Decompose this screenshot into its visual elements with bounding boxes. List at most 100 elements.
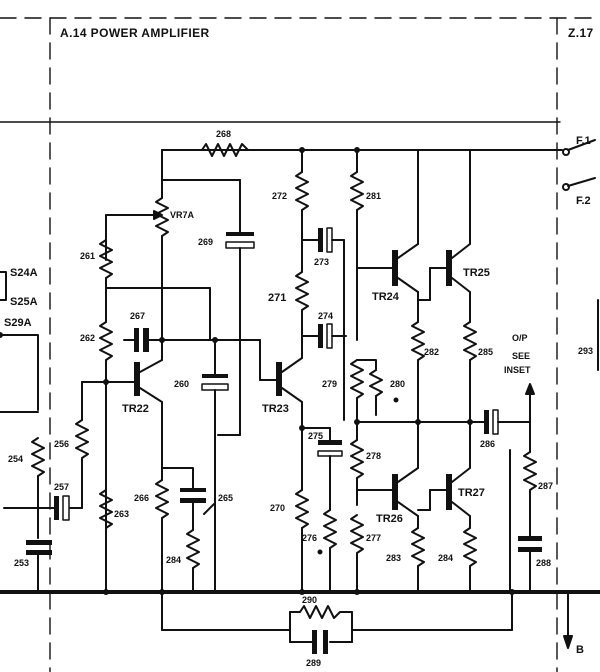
- r270-label: 270: [270, 503, 286, 513]
- c289-label: 289: [306, 658, 322, 668]
- r283-label: 283: [386, 553, 402, 563]
- r282-label: 282: [424, 347, 440, 357]
- capacitor-265: [161, 467, 215, 531]
- r279-label: 279: [322, 379, 338, 389]
- resistor-287: [523, 421, 537, 537]
- r268-label: 268: [216, 129, 232, 139]
- r263-label: 263: [114, 509, 130, 519]
- r284-right-label: 284: [438, 553, 454, 563]
- r285-label: 285: [478, 347, 494, 357]
- switch-s24a-s25a: [0, 271, 39, 411]
- capacitor-260: [201, 339, 229, 593]
- capacitor-273: [301, 227, 345, 253]
- r276-label: 276: [302, 533, 318, 543]
- section-title: A.14 POWER AMPLIFIER: [60, 26, 210, 40]
- r261-label: 261: [80, 251, 96, 261]
- capacitor-274: [301, 323, 347, 349]
- transistor-tr23: [259, 339, 303, 491]
- resistor-277: [350, 514, 364, 593]
- resistor-261: [99, 214, 113, 323]
- switch-s24a-label: S24A: [10, 267, 38, 279]
- r271-label: 271: [268, 292, 287, 304]
- capacitor-269: [217, 232, 255, 436]
- r266-label: 266: [134, 493, 150, 503]
- r262-label: 262: [80, 333, 96, 343]
- fuse-f2: [562, 177, 596, 191]
- resistor-263: [99, 489, 113, 529]
- resistor-271: [295, 271, 309, 359]
- c260-label: 260: [174, 379, 190, 389]
- resistor-268: [161, 143, 303, 157]
- resistor-276: [317, 489, 337, 593]
- resistor-278: [350, 439, 364, 506]
- switch-s25a-label: S25A: [10, 296, 38, 308]
- resistor-266: [155, 479, 169, 593]
- transistor-tr25: [417, 149, 471, 323]
- fuse-f1-label: F.1: [576, 135, 591, 147]
- c269-label: 269: [198, 237, 214, 247]
- resistor-254: [31, 437, 45, 539]
- tr27-label: TR27: [458, 487, 485, 499]
- resistor-290: [161, 591, 513, 643]
- r293-label: 293: [578, 346, 594, 356]
- fuse-f1: [489, 139, 596, 156]
- transistor-tr24: [356, 149, 419, 323]
- c253-label: 253: [14, 558, 30, 568]
- c267-label: 267: [130, 311, 146, 321]
- b-terminal-arrow-icon: [563, 591, 573, 649]
- tr24-label: TR24: [372, 291, 399, 303]
- r272-label: 272: [272, 191, 288, 201]
- capacitor-286: [484, 409, 531, 435]
- c273-label: 273: [314, 257, 330, 267]
- resistor-264-left: [186, 529, 200, 593]
- resistor-282: [411, 321, 425, 423]
- c274-label: 274: [318, 311, 334, 321]
- tr23-label: TR23: [262, 403, 289, 415]
- tr22-label: TR22: [122, 403, 149, 415]
- switch-s29a-label: S29A: [4, 317, 32, 329]
- resistor-279: [350, 359, 364, 441]
- capacitor-289: [312, 630, 328, 654]
- c275-label: 275: [308, 431, 324, 441]
- vr7a-label: VR7A: [170, 210, 195, 220]
- r254-label: 254: [8, 454, 24, 464]
- resistor-262: [99, 321, 113, 593]
- tr25-label: TR25: [463, 267, 490, 279]
- transistor-tr26: [356, 421, 419, 529]
- next-section-label: Z.17: [568, 26, 594, 40]
- r278-label: 278: [366, 451, 382, 461]
- resistor-285: [463, 321, 477, 423]
- junction-dots: [103, 147, 515, 595]
- r280-label: 280: [390, 379, 406, 389]
- fuse-f2-label: F.2: [576, 195, 591, 207]
- c265-label: 265: [218, 493, 234, 503]
- output-note-op: O/P: [512, 333, 528, 343]
- resistor-281: [350, 149, 364, 341]
- output-note-inset: INSET: [504, 365, 531, 375]
- resistor-284-right: [463, 527, 477, 593]
- resistor-272: [295, 149, 309, 273]
- r277-label: 277: [366, 533, 382, 543]
- capacitor-275: [301, 427, 343, 491]
- capacitor-253: [26, 540, 52, 593]
- tr26-label: TR26: [376, 513, 403, 525]
- dashed-frame: [0, 17, 600, 672]
- resistor-270: [295, 489, 309, 593]
- capacitor-288: [518, 536, 542, 593]
- vr7a-branch: [105, 149, 241, 341]
- resistor-256: [69, 381, 107, 509]
- c286-label: 286: [480, 439, 496, 449]
- r256-label: 256: [54, 439, 70, 449]
- resistor-283: [411, 527, 425, 593]
- r287-label: 287: [538, 481, 554, 491]
- c257-label: 257: [54, 482, 70, 492]
- c288-label: 288: [536, 558, 552, 568]
- terminal-b-label: B: [576, 644, 584, 656]
- capacitor-257: [3, 495, 70, 521]
- r264-left-label: 284: [166, 555, 182, 565]
- r281-label: 281: [366, 191, 382, 201]
- capacitor-267: [123, 328, 261, 352]
- thermistor-280: [356, 359, 399, 416]
- r290-label: 290: [302, 595, 318, 605]
